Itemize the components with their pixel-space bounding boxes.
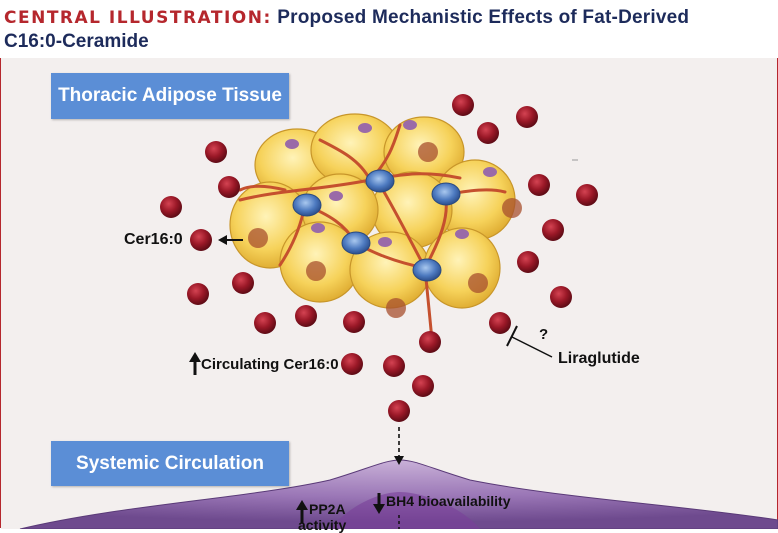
pp2a-activity-label: activity [298, 517, 347, 533]
dashed-arrow-down-icon [394, 427, 404, 465]
figure-title-line2: C16:0-Ceramide [4, 31, 149, 52]
systemic-circulation-label: Systemic Circulation [51, 441, 289, 486]
arrow-up-icon [189, 352, 201, 375]
adipocyte-nucleus [455, 229, 469, 239]
adipocyte-nucleus [358, 123, 372, 133]
arrow-left-icon [218, 235, 243, 245]
stromal-cells [292, 169, 461, 282]
adipocyte-nucleus [329, 191, 343, 201]
arrow-down-icon [373, 493, 385, 514]
bh4-label: BH4 bioavailability [386, 493, 511, 509]
ceramide-molecules [160, 94, 598, 422]
inhibit-icon [506, 325, 553, 358]
title-prefix: CENTRAL ILLUSTRATION: [4, 8, 272, 28]
adipocyte-nucleus [311, 223, 325, 233]
circulating-cer16-label: Circulating Cer16:0 [201, 356, 339, 373]
arrow-up-icon [296, 500, 308, 523]
figure-title: CENTRAL ILLUSTRATION: Proposed Mechanist… [4, 7, 689, 29]
intracellular-ceramide [248, 142, 522, 318]
question-mark: ? [539, 326, 549, 343]
cer16-label: Cer16:0 [124, 231, 183, 248]
title-text: Proposed Mechanistic Effects of Fat-Deri… [277, 7, 690, 28]
thoracic-adipose-label: Thoracic Adipose Tissue [51, 73, 289, 119]
adipocyte-nucleus [403, 120, 417, 130]
adipocyte-nucleus [285, 139, 299, 149]
adipocyte-nucleus [378, 237, 392, 247]
liraglutide-label: Liraglutide [558, 350, 640, 367]
pp2a-label: PP2A [309, 501, 346, 517]
blood-vessel-lumen [330, 492, 480, 529]
adipocyte-nucleus [483, 167, 497, 177]
figure-header: CENTRAL ILLUSTRATION: Proposed Mechanist… [0, 0, 778, 58]
